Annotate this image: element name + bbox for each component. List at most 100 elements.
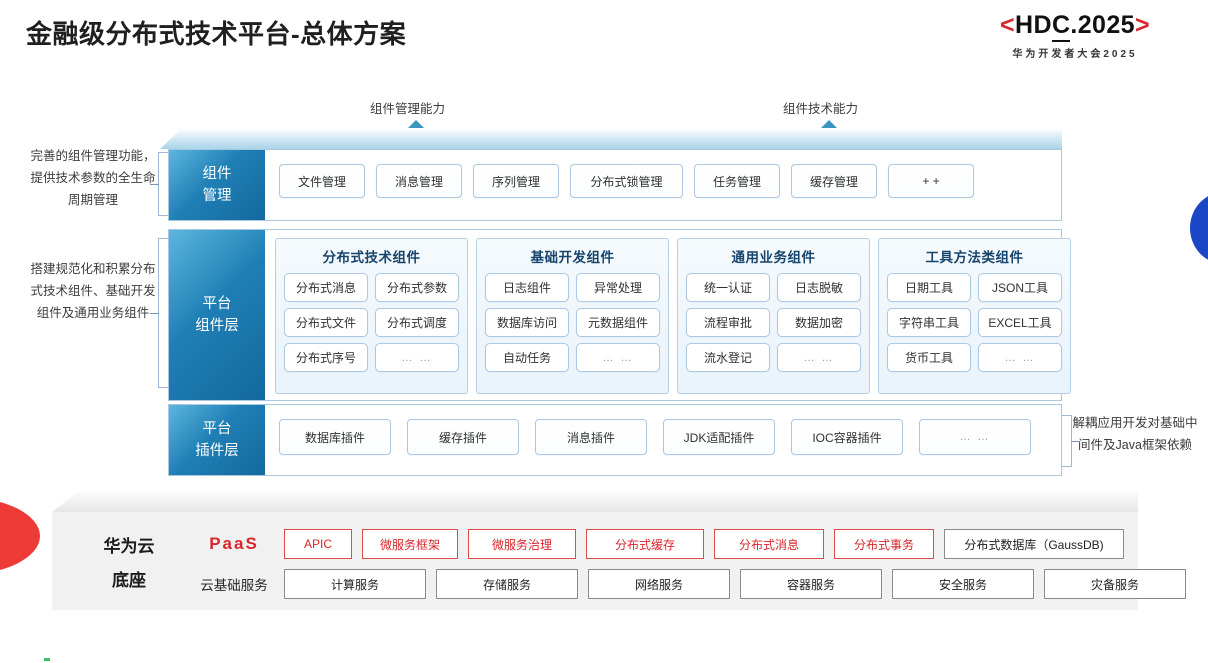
hdc-logo-text-a: HD	[1015, 11, 1052, 39]
layer-label-component-management: 组件 管理	[169, 150, 265, 220]
hdc-logo-text-c: C	[1051, 11, 1071, 42]
chip-database-plugin[interactable]: 数据库插件	[279, 419, 391, 455]
chip-distributed-message[interactable]: 分布式消息	[284, 273, 368, 302]
chip-json-tool[interactable]: JSON工具	[978, 273, 1062, 302]
platform-plugin-layer-panel: 平台 插件层 数据库插件 缓存插件 消息插件 JDK适配插件 IOC容器插件 ……	[168, 404, 1062, 476]
chip-task-management[interactable]: 任务管理	[694, 164, 780, 198]
group-basic-development: 基础开发组件 日志组件 异常处理 数据库访问 元数据组件 自动任务 … …	[476, 238, 669, 394]
chip-excel-tool[interactable]: EXCEL工具	[978, 308, 1062, 337]
paas-row: PaaS APIC 微服务框架 微服务治理 分布式缓存 分布式消息 分布式事务 …	[184, 528, 1186, 560]
chip-currency-tool[interactable]: 货币工具	[887, 343, 971, 372]
chip-distributed-database-gaussdb[interactable]: 分布式数据库（GaussDB)	[944, 529, 1124, 559]
chip-more-basic[interactable]: … …	[576, 343, 660, 372]
group-title-distributed-technology: 分布式技术组件	[322, 250, 421, 265]
chip-more-distributed[interactable]: … …	[375, 343, 459, 372]
chip-automatic-task[interactable]: 自动任务	[485, 343, 569, 372]
base-label-huawei-cloud: 华为云 底座	[103, 537, 155, 590]
chip-add-more[interactable]: + +	[888, 164, 974, 198]
group-title-general-business: 通用业务组件	[731, 250, 816, 265]
chip-exception-handling[interactable]: 异常处理	[576, 273, 660, 302]
chip-string-tool[interactable]: 字符串工具	[887, 308, 971, 337]
arrow-label-component-management: 组件管理能力	[370, 102, 446, 116]
plugin-layer-items: 数据库插件 缓存插件 消息插件 JDK适配插件 IOC容器插件 … …	[279, 419, 1031, 455]
chip-log-desensitization[interactable]: 日志脱敏	[777, 273, 861, 302]
chip-security-service[interactable]: 安全服务	[892, 569, 1034, 599]
chip-sequence-management[interactable]: 序列管理	[473, 164, 559, 198]
hdc-logo-main: <HDC.2025>	[960, 11, 1190, 42]
component-group-list: 分布式技术组件 分布式消息 分布式参数 分布式文件 分布式调度 分布式序号 … …	[275, 238, 1071, 394]
chip-more-plugins[interactable]: … …	[919, 419, 1031, 455]
paas-tag: PaaS	[209, 534, 259, 553]
layer-label-platform-component: 平台 组件层	[169, 230, 265, 400]
chip-network-service[interactable]: 网络服务	[588, 569, 730, 599]
chip-unified-authentication[interactable]: 统一认证	[686, 273, 770, 302]
group-general-business: 通用业务组件 统一认证 日志脱敏 流程审批 数据加密 流水登记 … …	[677, 238, 870, 394]
chip-file-management[interactable]: 文件管理	[279, 164, 365, 198]
chip-log-component[interactable]: 日志组件	[485, 273, 569, 302]
arrow-label-component-technology: 组件技术能力	[783, 102, 859, 116]
platform-stack: 组件 管理 文件管理 消息管理 序列管理 分布式锁管理 任务管理 缓存管理 + …	[160, 128, 1071, 476]
note-left-component-management: 完善的组件管理功能，提供技术参数的全生命周期管理	[30, 149, 156, 207]
chip-process-approval[interactable]: 流程审批	[686, 308, 770, 337]
chip-cache-plugin[interactable]: 缓存插件	[407, 419, 519, 455]
chip-distributed-sequence[interactable]: 分布式序号	[284, 343, 368, 372]
chip-compute-service[interactable]: 计算服务	[284, 569, 426, 599]
base-rows: PaaS APIC 微服务框架 微服务治理 分布式缓存 分布式消息 分布式事务 …	[184, 528, 1186, 608]
platform-component-layer-panel: 平台 组件层 分布式技术组件 分布式消息 分布式参数 分布式文件 分布式调度 分…	[168, 229, 1071, 401]
huawei-cloud-base-panel: 华为云 底座 PaaS APIC 微服务框架 微服务治理 分布式缓存 分布式消息…	[52, 512, 1186, 610]
chip-transaction-registration[interactable]: 流水登记	[686, 343, 770, 372]
note-left-component-layer: 搭建规范化和积累分布式技术组件、基础开发组件及通用业务组件	[30, 262, 156, 320]
chip-apic[interactable]: APIC	[284, 529, 352, 559]
bracket-connector-top	[150, 152, 172, 216]
chip-more-tools[interactable]: … …	[978, 343, 1062, 372]
chip-data-encryption[interactable]: 数据加密	[777, 308, 861, 337]
bracket-right-icon: >	[1134, 11, 1150, 39]
layer-label-platform-plugin: 平台 插件层	[169, 405, 265, 475]
red-wedge-decoration	[0, 497, 40, 575]
chip-microservice-framework[interactable]: 微服务框架	[362, 529, 458, 559]
component-management-items: 文件管理 消息管理 序列管理 分布式锁管理 任务管理 缓存管理 + +	[279, 164, 974, 198]
group-title-basic-development: 基础开发组件	[530, 250, 615, 265]
bracket-left-icon: <	[1000, 11, 1016, 39]
chip-jdk-adapter-plugin[interactable]: JDK适配插件	[663, 419, 775, 455]
green-tick-decoration	[44, 658, 50, 661]
chip-distributed-lock-management[interactable]: 分布式锁管理	[570, 164, 683, 198]
chip-distributed-cache[interactable]: 分布式缓存	[586, 529, 704, 559]
chip-database-access[interactable]: 数据库访问	[485, 308, 569, 337]
group-grid-general-business: 统一认证 日志脱敏 流程审批 数据加密 流水登记 … …	[686, 273, 861, 372]
paas-items: APIC 微服务框架 微服务治理 分布式缓存 分布式消息 分布式事务 分布式数据…	[284, 529, 1124, 559]
group-title-tool-methods: 工具方法类组件	[925, 250, 1024, 265]
chip-distributed-transaction[interactable]: 分布式事务	[834, 529, 934, 559]
chip-distributed-message-paas[interactable]: 分布式消息	[714, 529, 824, 559]
hdc-logo-text-year: .2025	[1070, 11, 1135, 39]
cloud-services-row: 云基础服务 计算服务 存储服务 网络服务 容器服务 安全服务 灾备服务	[184, 568, 1186, 600]
chip-microservice-governance[interactable]: 微服务治理	[468, 529, 576, 559]
chip-distributed-scheduling[interactable]: 分布式调度	[375, 308, 459, 337]
bracket-connector-middle	[150, 238, 172, 388]
note-right-plugin-layer: 解耦应用开发对基础中间件及Java框架依赖	[1072, 416, 1198, 452]
chip-more-business[interactable]: … …	[777, 343, 861, 372]
component-management-panel: 组件 管理 文件管理 消息管理 序列管理 分布式锁管理 任务管理 缓存管理 + …	[168, 149, 1062, 221]
chip-date-tool[interactable]: 日期工具	[887, 273, 971, 302]
chip-message-plugin[interactable]: 消息插件	[535, 419, 647, 455]
chip-metadata-component[interactable]: 元数据组件	[576, 308, 660, 337]
cloud-base-service-tag: 云基础服务	[200, 578, 268, 593]
chip-cache-management[interactable]: 缓存管理	[791, 164, 877, 198]
chip-message-management[interactable]: 消息管理	[376, 164, 462, 198]
chip-distributed-file[interactable]: 分布式文件	[284, 308, 368, 337]
chip-distributed-parameter[interactable]: 分布式参数	[375, 273, 459, 302]
page-title: 金融级分布式技术平台-总体方案	[26, 19, 407, 49]
group-tool-methods: 工具方法类组件 日期工具 JSON工具 字符串工具 EXCEL工具 货币工具 ……	[878, 238, 1071, 394]
chip-container-service[interactable]: 容器服务	[740, 569, 882, 599]
bracket-connector-right	[1060, 415, 1080, 467]
cloud-service-items: 计算服务 存储服务 网络服务 容器服务 安全服务 灾备服务	[284, 569, 1186, 599]
chip-ioc-container-plugin[interactable]: IOC容器插件	[791, 419, 903, 455]
hdc-logo: <HDC.2025> 华为开发者大会2025	[960, 11, 1190, 60]
chip-disaster-recovery-service[interactable]: 灾备服务	[1044, 569, 1186, 599]
stack-bevel-top	[160, 128, 1062, 149]
group-grid-distributed-technology: 分布式消息 分布式参数 分布式文件 分布式调度 分布式序号 … …	[284, 273, 459, 372]
base-bevel-top	[52, 492, 1138, 512]
chip-storage-service[interactable]: 存储服务	[436, 569, 578, 599]
group-distributed-technology: 分布式技术组件 分布式消息 分布式参数 分布式文件 分布式调度 分布式序号 … …	[275, 238, 468, 394]
